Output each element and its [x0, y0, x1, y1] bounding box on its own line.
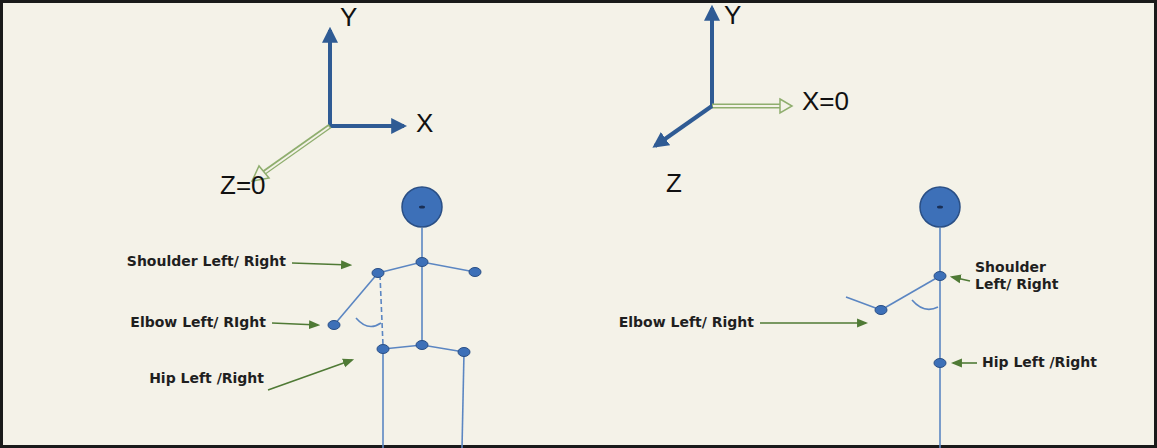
leader-arrows: [268, 263, 977, 390]
joint: [416, 258, 428, 267]
spine: [939, 228, 941, 448]
upper-arm: [334, 273, 378, 325]
y-axis: [710, 8, 714, 106]
joint: [469, 268, 481, 277]
angle-arc: [356, 318, 381, 327]
leader-arrow: [953, 362, 977, 364]
eye: [937, 206, 943, 209]
joint-label: Hip Left /Right: [149, 370, 264, 387]
x-axis: [328, 124, 404, 128]
joints-side: [875, 272, 946, 368]
x-axis-hollow: [712, 104, 780, 109]
axis-label: Y: [340, 2, 357, 33]
reference-line: [380, 275, 383, 345]
z-axis-hollow-inner: [264, 127, 329, 173]
axis-label: X: [416, 108, 433, 139]
joint-label: Elbow Left/ Right: [619, 314, 754, 331]
z-axis-hollow: [262, 126, 330, 174]
upper-arm: [881, 276, 940, 310]
x-axis-hollow-inner: [713, 105, 780, 107]
axis-label: Y: [724, 0, 741, 31]
joint: [372, 269, 384, 278]
x-axis-head: [780, 99, 792, 113]
axes-right: [655, 8, 792, 146]
axes-left: [252, 30, 404, 181]
joint: [458, 348, 470, 357]
stick-figure-front: [334, 187, 475, 448]
joints-front: [328, 258, 481, 357]
leg: [462, 352, 464, 448]
leader-arrow: [272, 323, 318, 325]
leader-arrow: [760, 322, 866, 324]
leader-arrow: [268, 360, 352, 390]
joint-label: Elbow Left/ RIght: [130, 314, 266, 331]
joint: [934, 272, 946, 281]
joint: [416, 341, 428, 350]
joint: [377, 345, 389, 354]
axis-label: X=0: [802, 86, 849, 117]
axis-label: Z=0: [220, 170, 266, 201]
joint-label: Hip Left /Right: [982, 354, 1097, 371]
y-axis: [328, 30, 332, 126]
z-axis: [655, 106, 712, 146]
leader-arrow: [292, 263, 350, 265]
head: [402, 187, 442, 227]
axis-label: Z: [666, 168, 682, 199]
angle-arc: [912, 300, 938, 309]
head: [920, 187, 960, 227]
joint: [875, 306, 887, 315]
leader-arrow: [952, 277, 970, 281]
stick-figure-side: [846, 187, 960, 448]
joint: [328, 321, 340, 330]
spine: [421, 228, 423, 345]
leg: [382, 349, 384, 448]
joint-label: Shoulder Left/ Right: [127, 253, 286, 270]
joint: [934, 359, 946, 368]
eye: [419, 206, 425, 209]
joint-label: Shoulder Left/ Right: [975, 259, 1087, 293]
